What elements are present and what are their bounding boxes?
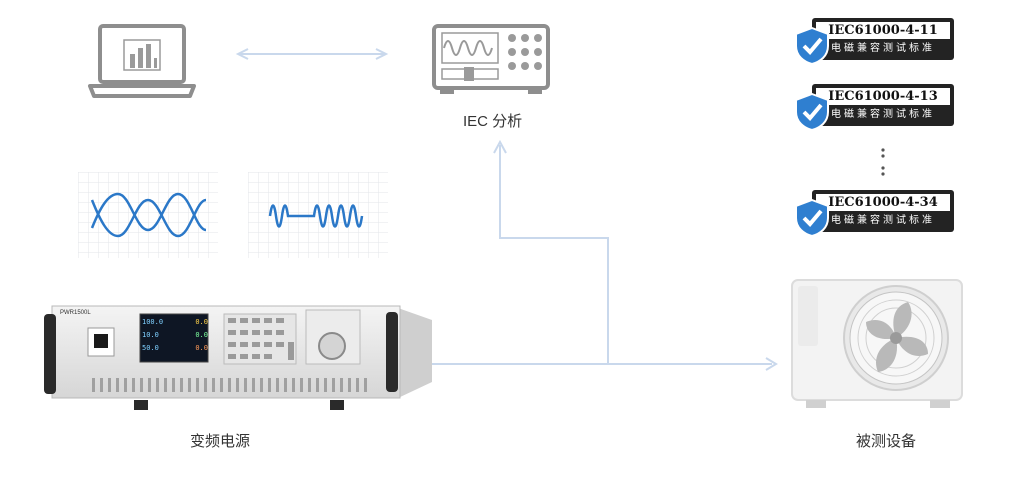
reading-voltage-3: 50.0 bbox=[142, 344, 159, 352]
laptop-chart-icon bbox=[88, 24, 196, 98]
sine-wave-icon bbox=[78, 172, 218, 258]
power-supply-device bbox=[44, 305, 432, 410]
standard-code: IEC61000-4-13 bbox=[816, 88, 950, 105]
reading-current-1: 0.0 bbox=[195, 318, 208, 326]
reading-voltage-1: 100.0 bbox=[142, 318, 164, 326]
reading-voltage-2: 10.0 bbox=[142, 331, 159, 339]
reading-current-2: 0.0 bbox=[195, 331, 208, 339]
shield-check-icon bbox=[795, 26, 829, 66]
device-under-test-label: 被测设备 bbox=[856, 433, 917, 450]
device-model-label: PWR1500L bbox=[60, 310, 91, 316]
standard-badge-3: IEC61000-4-34 电磁兼容测试标准 bbox=[794, 190, 954, 238]
shield-check-icon bbox=[795, 92, 829, 132]
device-display: 100.0 0.0 10.0 0.0 50.0 0.0 bbox=[142, 316, 208, 358]
standard-badge-1: IEC61000-4-11 电磁兼容测试标准 bbox=[794, 18, 954, 66]
standard-code: IEC61000-4-11 bbox=[816, 22, 950, 39]
iec-analysis-label: IEC 分析 bbox=[463, 113, 523, 130]
burst-wave-icon bbox=[248, 172, 388, 258]
air-conditioner-icon bbox=[791, 279, 963, 408]
shield-check-icon bbox=[795, 198, 829, 238]
reading-current-3: 0.0 bbox=[195, 344, 208, 352]
standard-subtitle: 电磁兼容测试标准 bbox=[831, 215, 935, 226]
power-supply-label: 变频电源 bbox=[190, 433, 251, 450]
oscilloscope-icon bbox=[432, 24, 550, 94]
standard-subtitle: 电磁兼容测试标准 bbox=[831, 43, 935, 54]
standard-badge-2: IEC61000-4-13 电磁兼容测试标准 bbox=[794, 84, 954, 132]
standard-subtitle: 电磁兼容测试标准 bbox=[831, 109, 935, 120]
vertical-ellipsis-icon bbox=[881, 148, 885, 176]
standard-code: IEC61000-4-34 bbox=[816, 194, 950, 211]
